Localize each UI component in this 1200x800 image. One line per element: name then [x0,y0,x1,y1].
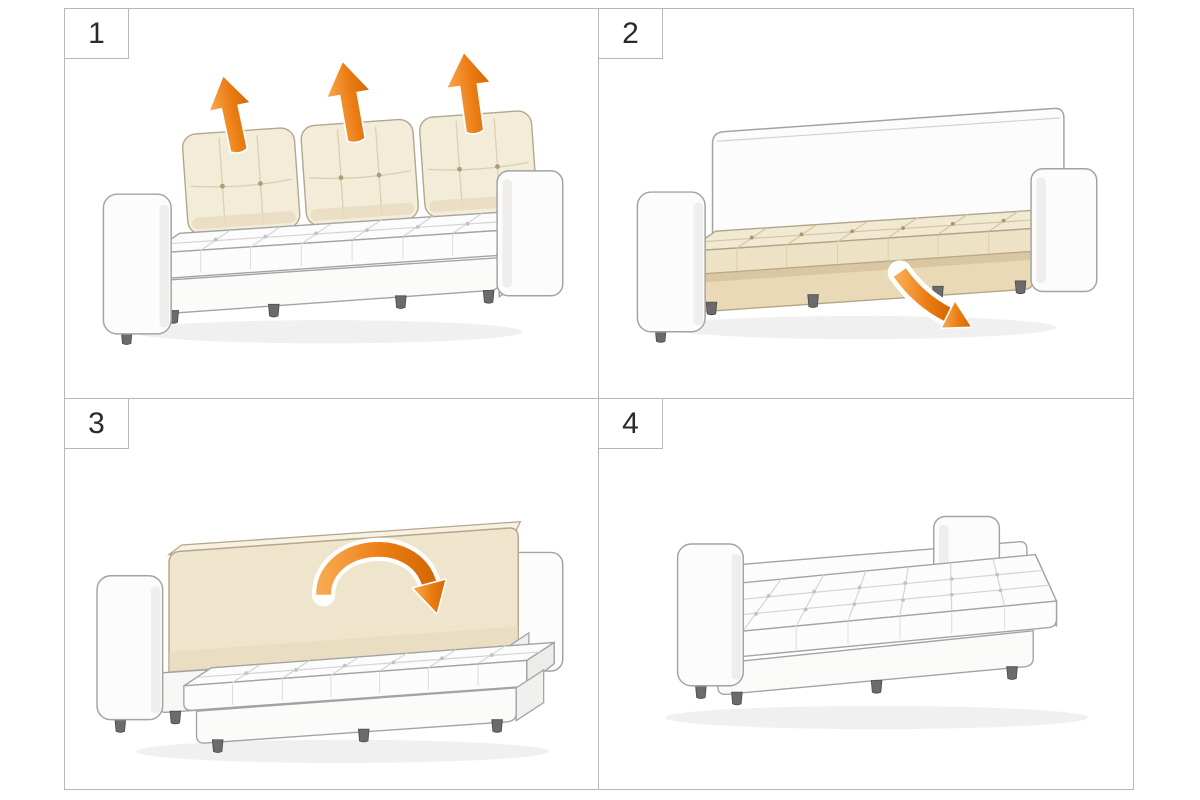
drawer-front [195,687,517,744]
step2-illustration [636,107,1098,343]
step-2-illustration-area [599,9,1133,398]
sofa-arm-right [1030,167,1098,292]
floor-shadow [135,739,549,764]
step-4-illustration-area [599,399,1133,789]
step-1-illustration-area [65,9,598,398]
step-4-panel: 4 [599,399,1133,789]
step1-illustration [102,48,563,345]
bed-surface [689,553,1058,662]
bed-buttons [754,572,1003,616]
bed-tufting-rows [707,569,1050,619]
step-number: 4 [622,406,639,440]
diagram-frame: 1 [64,8,1134,790]
step-number: 1 [88,16,105,50]
step-number-box: 4 [599,399,663,449]
step-1-panel: 1 [65,9,599,399]
pulled-out-seat [182,641,555,711]
step-number-box: 1 [65,9,129,59]
bed-tufting-columns [742,558,1006,632]
backrest-top-edge [716,116,1060,142]
sofa-arm-left [102,192,172,335]
pullout-shadow [692,250,1034,283]
step-3-panel: 3 [65,399,599,789]
step4-illustration [664,515,1089,730]
floor-shadow [664,315,1057,339]
step3-illustration [95,521,563,764]
seat-buttons [243,653,494,675]
step-2-panel: 2 [599,9,1133,399]
sofa-arm-left [95,574,163,721]
pull-out-arrow-icon [887,259,973,329]
seat-front-seams [199,233,453,272]
fold-down-arrow-icon [311,537,447,615]
seat-tufting-midseam [700,217,1055,242]
bed-base [717,629,1034,696]
seat-tufting-midseam [197,651,541,678]
base-front [717,629,1034,696]
seat-front-seams [231,664,479,705]
seat-buttons [749,218,1006,239]
sofa-arm-left [636,190,706,333]
pullout-drawer [195,668,544,744]
floor-shadow [130,319,522,343]
seat-tufting-midseam [164,219,518,245]
step-number: 2 [622,16,639,50]
step-3-illustration-area [65,399,598,789]
backrest-lower-shadow [168,626,518,673]
step-number-box: 2 [599,9,663,59]
seat-front-seams [736,231,990,270]
step-number-box: 3 [65,399,129,449]
sofa-arm-left [676,543,744,687]
floor-shadow [664,705,1089,730]
backrest-panel [711,107,1065,237]
sofa-arm-right [495,169,563,297]
step-number: 3 [88,406,105,440]
base-foot [169,710,181,725]
seat-buttons [213,221,469,242]
